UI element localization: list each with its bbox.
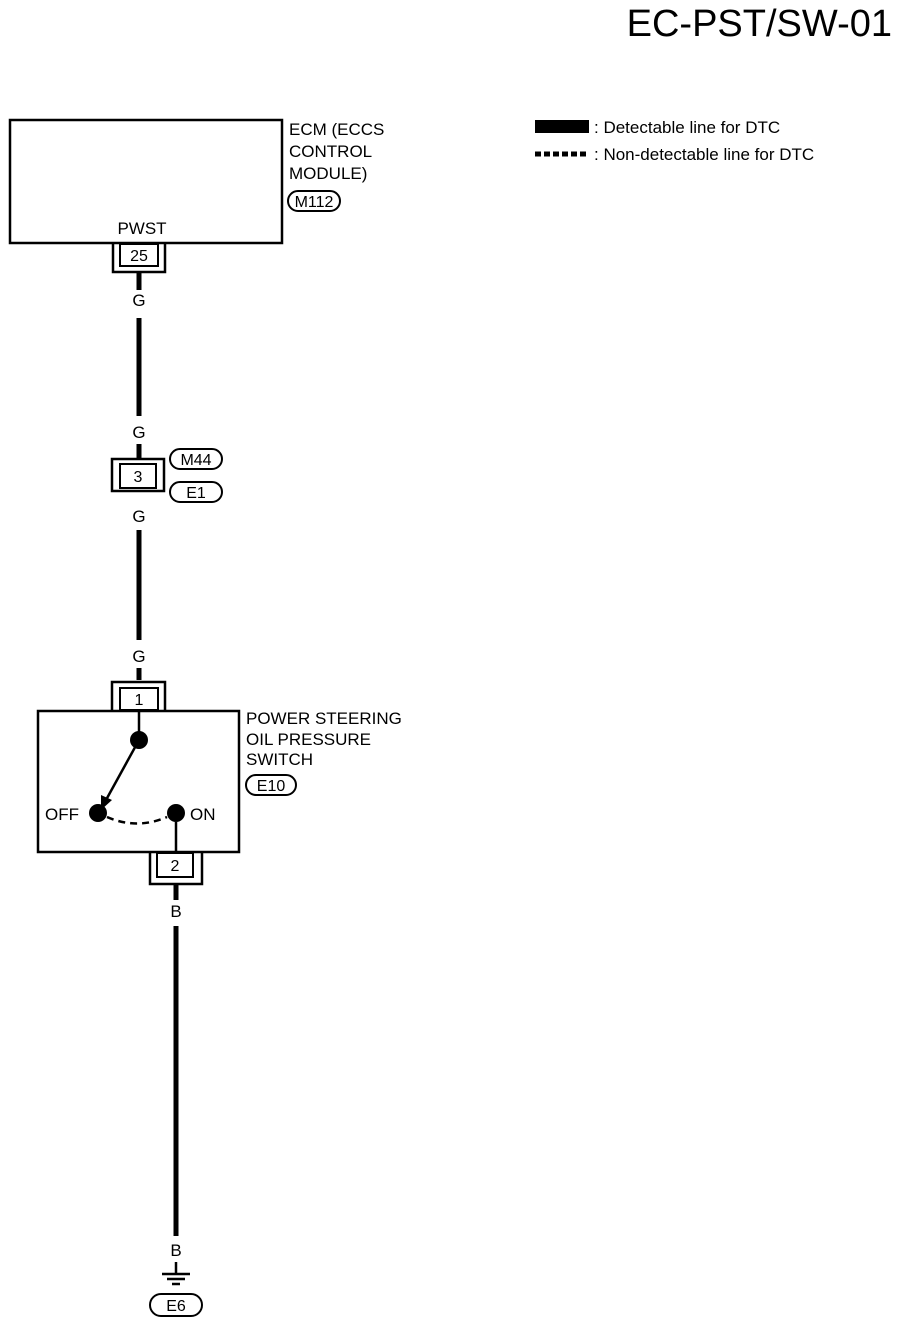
- joint-connector-id-top: M44: [180, 452, 211, 469]
- switch-on-terminal: [167, 804, 185, 822]
- joint-pin-box: [119, 463, 157, 489]
- ecm-name-line-2: CONTROL: [289, 142, 372, 161]
- switch-bottom-pin-box: [156, 852, 194, 878]
- ecm-name-line-3: MODULE): [289, 164, 367, 183]
- wire-ecm-to-joint: G G: [132, 272, 146, 458]
- switch-name-line-2: OIL PRESSURE: [246, 730, 371, 749]
- switch-top-pin-box: [119, 687, 159, 711]
- switch-name-line-3: SWITCH: [246, 750, 313, 769]
- ecm-block: ECM (ECCS CONTROL MODULE) M112 PWST 25: [8, 118, 384, 274]
- joint-connector-id-bottom: E1: [186, 485, 206, 502]
- ground-connector-badge: [149, 1293, 203, 1317]
- wire-color-label: G: [132, 507, 145, 526]
- wire-color-label: B: [170, 1241, 181, 1260]
- legend-detectable-text: : Detectable line for DTC: [594, 118, 780, 137]
- wire-color-label: G: [132, 647, 145, 666]
- joint-pin-number: 3: [134, 469, 143, 486]
- legend-detectable-swatch: [535, 120, 589, 133]
- joint-connector-badge-bottom: [169, 481, 223, 503]
- switch-name-line-1: POWER STEERING: [246, 709, 402, 728]
- switch-off-label: OFF: [45, 805, 79, 824]
- wire-switch-to-ground: B B: [170, 885, 182, 1274]
- legend-non-detectable-text: : Non-detectable line for DTC: [594, 145, 814, 164]
- joint-bracket: [110, 457, 166, 493]
- ground-connector-id: E6: [166, 1298, 186, 1315]
- switch-throw-path: [106, 815, 168, 825]
- joint-connector-badge-top: [169, 448, 223, 470]
- ecm-name-line-1: ECM (ECCS: [289, 120, 384, 139]
- legend: : Detectable line for DTC : Non-detectab…: [535, 118, 814, 164]
- joint-connector: 3 M44 E1: [110, 448, 223, 503]
- ecm-pin-number: 25: [130, 248, 148, 265]
- diagram-id: EC-PST/SW-01: [627, 3, 892, 45]
- switch-block: 1 POWER STEERING OIL PRESSURE SWITCH E10…: [36, 680, 402, 886]
- wire-color-label: B: [170, 902, 181, 921]
- switch-connector-badge: [245, 774, 297, 796]
- switch-bottom-bracket: [148, 852, 204, 886]
- switch-connector-id: E10: [257, 778, 286, 795]
- ecm-terminal-label: PWST: [117, 219, 166, 238]
- ecm-pin-box: [119, 243, 159, 267]
- wire-color-label: G: [132, 423, 145, 442]
- switch-on-label: ON: [190, 805, 216, 824]
- ecm-connector-badge: [287, 190, 341, 212]
- ecm-connector-id: M112: [295, 194, 334, 211]
- wire-joint-to-switch: G G: [132, 507, 146, 680]
- switch-bottom-pin-number: 2: [171, 858, 180, 875]
- switch-top-pin-number: 1: [135, 692, 144, 709]
- switch-arm: [104, 739, 141, 801]
- switch-off-terminal: [89, 804, 107, 822]
- switch-top-bracket: [110, 680, 167, 711]
- wire-color-label: G: [132, 291, 145, 310]
- ground-symbol: E6: [149, 1272, 203, 1317]
